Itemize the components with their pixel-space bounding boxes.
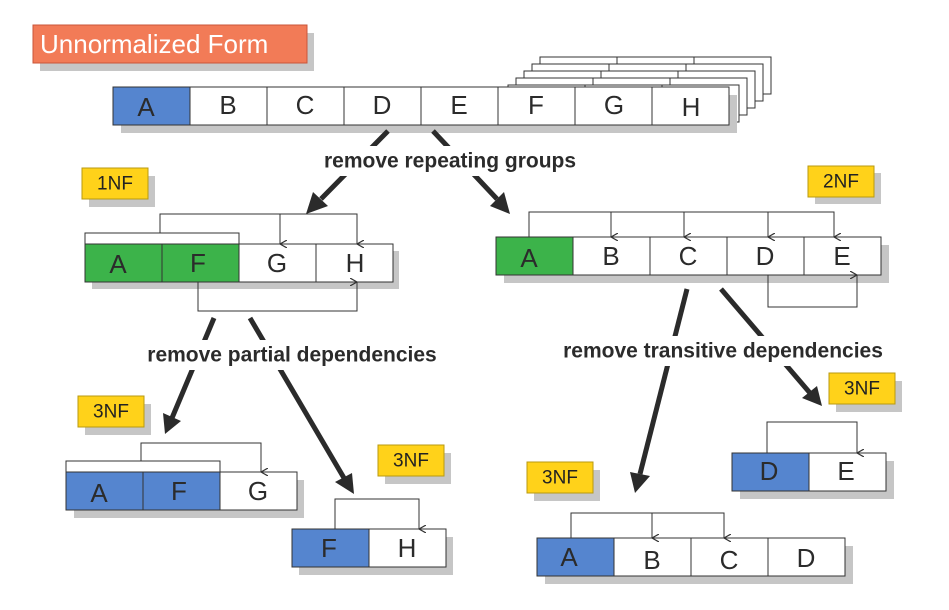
cell-d: D — [760, 456, 779, 486]
badge-3nf-text: 3NF — [844, 379, 880, 400]
table-3nf-afg: A F G — [65, 442, 304, 518]
cell-f: F — [321, 533, 337, 563]
action-remove-transitive-dependencies: remove transitive dependencies — [563, 340, 883, 363]
cell-b: B — [643, 545, 660, 575]
cell-bg — [315, 243, 394, 283]
cell-a: A — [137, 92, 155, 122]
cell-bg — [189, 86, 268, 126]
badge-2nf: 2NF — [807, 165, 881, 204]
cell-bg — [651, 86, 730, 126]
cell-f: F — [528, 90, 544, 120]
cell-f: F — [190, 248, 206, 278]
cell-h: H — [346, 248, 365, 278]
cell-d: D — [373, 90, 392, 120]
cell-a: A — [560, 542, 578, 572]
cell-bg — [219, 471, 298, 511]
table-3nf-abcd: A B C D — [536, 512, 853, 584]
cell-bg — [803, 236, 882, 276]
cell-bg — [368, 528, 447, 568]
cell-bg — [142, 471, 221, 511]
cell-h: H — [398, 533, 417, 563]
title-text: Unnormalized Form — [40, 29, 268, 59]
cell-a: A — [109, 249, 127, 279]
cell-c: C — [679, 241, 698, 271]
cell-g: G — [248, 476, 268, 506]
table-1nf: A F G H — [84, 213, 399, 312]
cell-bg — [731, 452, 810, 492]
cell-bg — [574, 86, 653, 126]
cell-h: H — [682, 92, 701, 122]
cell-f: F — [171, 476, 187, 506]
cell-bg — [572, 236, 651, 276]
table-3nf-fh: F H — [291, 498, 453, 575]
cell-d: D — [797, 543, 816, 573]
badge-3nf-text: 3NF — [93, 402, 129, 423]
cell-d: D — [756, 241, 775, 271]
cell-e: E — [833, 241, 850, 271]
cell-e: E — [837, 456, 854, 486]
cell-b: B — [602, 241, 619, 271]
cell-bg — [238, 243, 317, 283]
badge-2nf-text: 2NF — [823, 172, 859, 193]
cell-g: G — [267, 248, 287, 278]
cell-g: G — [604, 90, 624, 120]
cell-bg — [649, 236, 728, 276]
badge-3nf-fh: 3NF — [377, 444, 451, 484]
cell-bg — [613, 537, 692, 577]
cell-bg — [84, 243, 163, 283]
cell-a: A — [520, 243, 538, 273]
cell-bg — [808, 452, 887, 492]
cell-bg — [767, 537, 846, 577]
table-3nf-de: D E — [731, 421, 894, 499]
cell-bg — [536, 537, 615, 577]
cell-bg — [420, 86, 499, 126]
cell-b: B — [219, 90, 236, 120]
badge-3nf-abcd: 3NF — [526, 461, 600, 501]
action-remove-repeating-groups: remove repeating groups — [324, 150, 576, 173]
title-box: Unnormalized Form — [32, 24, 314, 71]
cell-c: C — [296, 90, 315, 120]
table-2nf: A B C D E — [495, 211, 889, 308]
table-unnormalized: A B C D E F G H — [112, 86, 737, 133]
cell-bg — [112, 86, 191, 126]
badge-3nf-text: 3NF — [393, 451, 429, 472]
transition-arrows — [163, 129, 822, 494]
cell-bg — [726, 236, 805, 276]
cell-a: A — [90, 478, 108, 508]
badge-1nf: 1NF — [81, 167, 155, 207]
badge-3nf-afg: 3NF — [77, 395, 151, 435]
badge-1nf-text: 1NF — [97, 174, 133, 195]
cell-bg — [495, 236, 574, 276]
action-remove-partial-dependencies: remove partial dependencies — [147, 344, 436, 367]
cell-c: C — [720, 545, 739, 575]
badge-3nf-de: 3NF — [828, 372, 902, 412]
cell-e: E — [450, 90, 467, 120]
badge-3nf-text: 3NF — [542, 468, 578, 489]
